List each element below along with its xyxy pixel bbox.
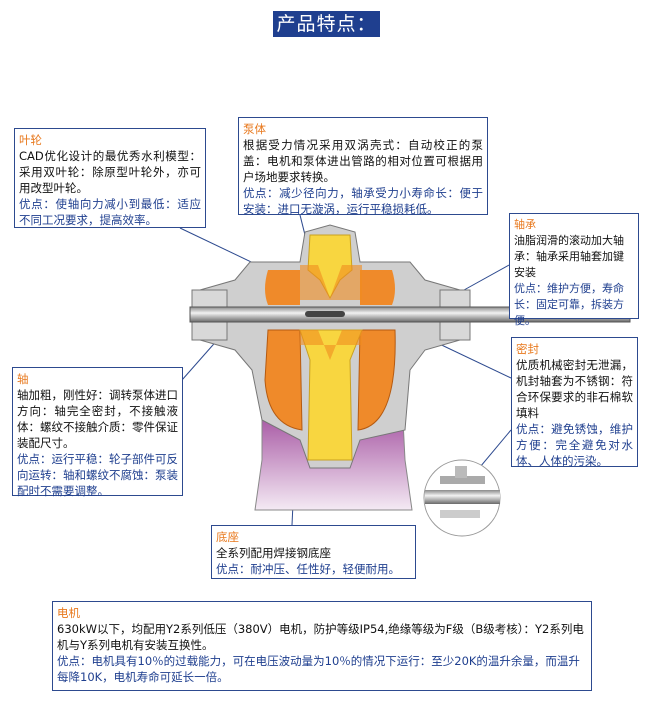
impeller-label: 叶轮 — [19, 133, 42, 147]
bearing-advantages: 优点：维护方便，寿命长：固定可靠，拆装方便。 — [514, 282, 624, 327]
pump-casing — [199, 224, 461, 469]
casing-callout: 泵体 根据受力情况采用双涡壳式：自动校正的泵盖：电机和泵体进出管路的相对位置可根… — [238, 117, 488, 216]
seal-description: 优质机械密封无泄漏，机封轴套为不锈钢：符合环保要求的非石棉软填料 — [516, 358, 633, 420]
seal-advantages: 优点：避免锈蚀，维护方便：完全避免对水体、人体的污染。 — [516, 422, 633, 468]
bearing-description: 油脂润滑的滚动加大轴承：轴承采用轴套加键安装 — [514, 234, 624, 279]
motor-label: 电机 — [57, 606, 80, 620]
bearing-label: 轴承 — [514, 218, 536, 231]
motor-description: 630kW以下，均配用Y2系列低压（380V）电机，防护等级IP54,绝缘等级为… — [57, 622, 584, 652]
base-advantages: 优点：耐冲压、任性好，轻便耐用。 — [216, 562, 400, 576]
page-title: 产品特点： — [273, 11, 380, 37]
shaft-label: 轴 — [17, 372, 29, 386]
casing-description: 根据受力情况采用双涡壳式：自动校正的泵盖：电机和泵体进出管路的相对位置可根据用户… — [243, 138, 483, 184]
shaft-description: 轴加粗，刚性好：调转泵体进口方向：轴完全密封，不接触液体：螺纹不接触介质：零件保… — [17, 388, 178, 450]
motor-callout: 电机 630kW以下，均配用Y2系列低压（380V）电机，防护等级IP54,绝缘… — [52, 601, 592, 691]
impeller-callout: 叶轮 CAD优化设计的最优秀水利模型：采用双叶轮：除原型叶轮外，亦可用改型叶轮。… — [14, 128, 206, 228]
base-description: 全系列配用焊接钢底座 — [216, 546, 331, 560]
seal-callout: 密封 优质机械密封无泄漏，机封轴套为不锈钢：符合环保要求的非石棉软填料 优点：避… — [511, 337, 638, 468]
impeller-description: CAD优化设计的最优秀水利模型：采用双叶轮：除原型叶轮外，亦可用改型叶轮。 — [19, 149, 201, 195]
casing-advantages: 优点：减少径向力，轴承受力小寿命长：便于安装：进口无漩涡，运行平稳损耗低。 — [243, 186, 483, 216]
seal-detail-inset — [423, 459, 501, 537]
bearing-callout: 轴承 油脂润滑的滚动加大轴承：轴承采用轴套加键安装 优点：维护方便，寿命长：固定… — [509, 213, 639, 327]
motor-advantages: 优点：电机具有10％的过载能力，可在电压波动量为10％的情况下运行：至少20K的… — [57, 654, 580, 684]
seal-label: 密封 — [516, 342, 539, 356]
shaft-advantages: 优点：运行平稳：轮子部件可反向运转：轴和螺纹不腐蚀：泵装配时不需要调整。 — [17, 452, 178, 498]
impeller-advantages: 优点：使轴向力减小到最低：适应不同工况要求，提高效率。 — [19, 197, 201, 227]
casing-label: 泵体 — [243, 122, 266, 136]
shaft-callout: 轴 轴加粗，刚性好：调转泵体进口方向：轴完全密封，不接触液体：螺纹不接触介质：零… — [12, 367, 183, 498]
base-callout: 底座 全系列配用焊接钢底座 优点：耐冲压、任性好，轻便耐用。 — [211, 525, 416, 579]
base-label: 底座 — [216, 530, 239, 544]
